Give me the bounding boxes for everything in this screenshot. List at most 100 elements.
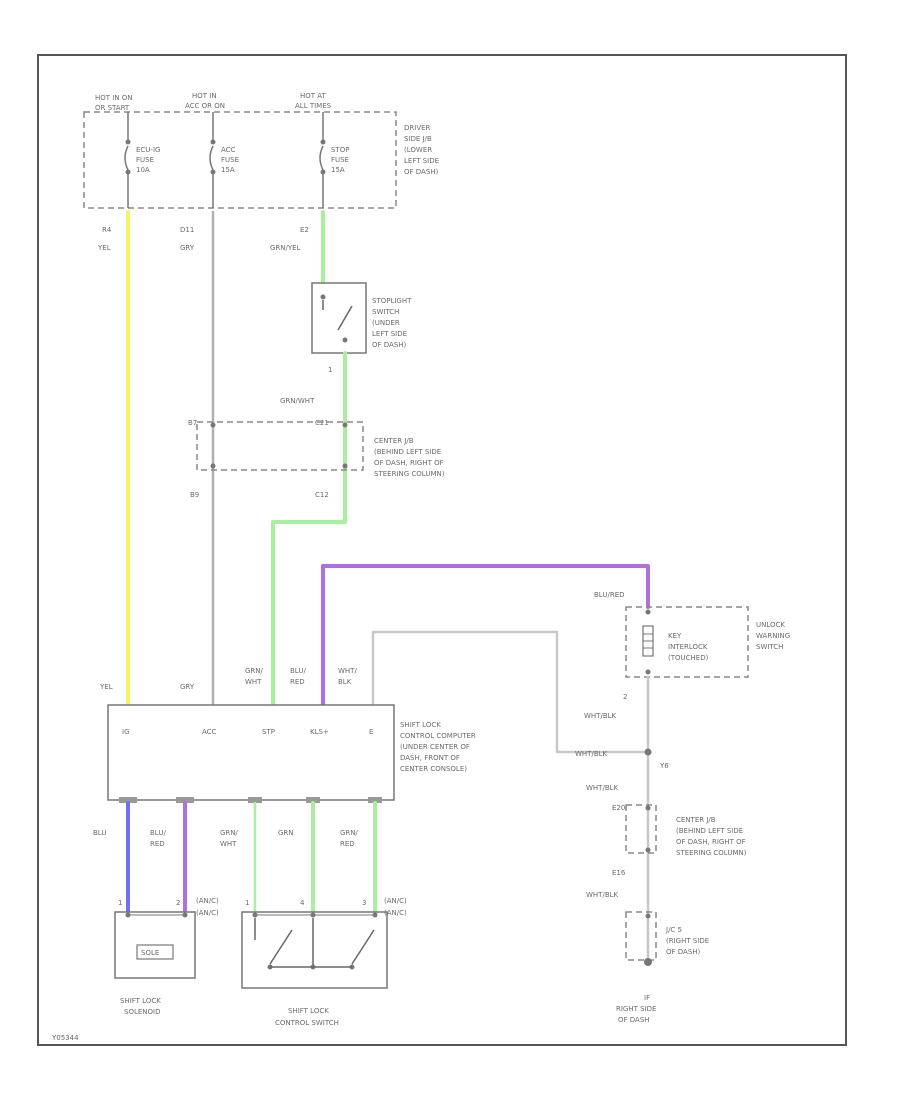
svg-text:LEFT SIDE: LEFT SIDE [404,157,439,165]
cjb-pin-b9: B9 [190,491,199,499]
svg-text:(TOUCHED): (TOUCHED) [668,654,709,662]
unlock-switch-description: UNLOCK WARNING SWITCH [756,621,790,651]
control-switch-pin-1: 1 [245,899,249,907]
ground-point [644,958,652,966]
unlock-switch-inner-label: KEY INTERLOCK (TOUCHED) [668,632,709,662]
center-jb-lower-description: CENTER J/B (BEHIND LEFT SIDE OF DASH, RI… [676,816,747,857]
svg-text:RED: RED [290,678,305,686]
svg-text:15A: 15A [331,166,345,174]
svg-text:15A: 15A [221,166,235,174]
svg-text:BLU/: BLU/ [290,667,306,675]
control-switch-label: SHIFT LOCK CONTROL SWITCH [275,1007,339,1027]
computer-description: SHIFT LOCK CONTROL COMPUTER (UNDER CENTE… [400,721,476,773]
control-switch-code-b: (AN/C) [384,909,407,917]
svg-text:FUSE: FUSE [221,156,239,164]
unlock-warning-switch-box [625,606,749,678]
computer-bottom-pins [119,797,382,803]
wire-blu-red-top [321,564,650,707]
wire-grn-wht [271,351,347,707]
svg-text:CONTROL SWITCH: CONTROL SWITCH [275,1019,339,1027]
hot-label-1: HOT IN ON [95,94,133,102]
cjb-pin-c21: C21 [315,419,329,427]
stoplight-switch-description: STOPLIGHT SWITCH (UNDER LEFT SIDE OF DAS… [372,297,412,349]
cjb-pin-c12: C12 [315,491,329,499]
svg-text:GRN/: GRN/ [220,829,239,837]
driver-side-jb-box [83,111,397,209]
stoplight-pin-1: 1 [328,366,332,374]
hot-sub-2: ACC OR ON [185,102,225,110]
svg-text:LEFT SIDE: LEFT SIDE [372,330,407,338]
svg-text:ACC: ACC [221,146,236,154]
svg-text:SHIFT LOCK: SHIFT LOCK [120,997,161,1005]
svg-text:RED: RED [150,840,165,848]
svg-text:FUSE: FUSE [136,156,154,164]
svg-text:(UNDER: (UNDER [372,319,400,327]
control-switch-pin-3: 3 [362,899,366,907]
svg-text:10A: 10A [136,166,150,174]
bottom-wire-labels: BLU BLU/ RED GRN/ WHT GRN GRN/ RED [93,829,359,848]
svg-text:(UNDER CENTER OF: (UNDER CENTER OF [400,743,470,751]
svg-text:STEERING COLUMN): STEERING COLUMN) [374,470,445,478]
solenoid-code-b: (AN/C) [196,909,219,917]
svg-text:SWITCH: SWITCH [756,643,783,651]
solenoid-code-a: (AN/C) [196,897,219,905]
computer-terminals: IG ACC STP KLS+ E [122,728,373,736]
svg-text:WHT: WHT [220,840,237,848]
svg-text:(RIGHT SIDE: (RIGHT SIDE [666,937,709,945]
driver-side-jb-description: DRIVER SIDE J/B (LOWER LEFT SIDE OF DASH… [404,124,439,176]
hot-sub-1: OR START [95,104,130,112]
svg-text:OF DASH, RIGHT OF: OF DASH, RIGHT OF [676,838,746,846]
svg-text:STP: STP [262,728,275,736]
center-jb-lower-box [625,804,657,854]
fuse-acc: ACC FUSE 15A [209,112,239,208]
svg-text:J/C 5: J/C 5 [665,926,682,934]
svg-text:BLU/: BLU/ [150,829,166,837]
svg-text:SHIFT LOCK: SHIFT LOCK [288,1007,329,1015]
wire-label-grn-wht-1: GRN/WHT [280,397,315,405]
svg-text:(BEHIND LEFT SIDE: (BEHIND LEFT SIDE [676,827,743,835]
svg-text:IG: IG [122,728,130,736]
unlock-switch-symbol [642,609,654,675]
svg-text:IF: IF [644,994,650,1002]
svg-text:WHT: WHT [245,678,262,686]
svg-text:GRN/: GRN/ [245,667,264,675]
svg-text:BLU: BLU [93,829,106,837]
svg-text:DASH, FRONT OF: DASH, FRONT OF [400,754,460,762]
wire-label-yel-top: YEL [97,244,111,252]
svg-text:STOPLIGHT: STOPLIGHT [372,297,412,305]
svg-text:SWITCH: SWITCH [372,308,399,316]
svg-text:GRY: GRY [180,683,195,691]
svg-text:YEL: YEL [99,683,113,691]
junction-y6 [644,748,652,756]
solenoid-inner-label: SOLE [141,949,159,957]
cjb-pin-b7: B7 [188,419,197,427]
wire-label-wht-blk-4: WHT/BLK [586,891,619,899]
wire-wht-blk-computer [371,630,650,754]
svg-text:(BEHIND LEFT SIDE: (BEHIND LEFT SIDE [374,448,441,456]
center-jb-upper-box [196,421,364,471]
control-switch-code-a: (AN/C) [384,897,407,905]
shift-lock-control-computer [107,704,395,801]
conn-r4: R4 [102,226,112,234]
conn-e2: E2 [300,226,309,234]
conn-d11: D11 [180,226,194,234]
wire-label-gry-top: GRY [180,244,195,252]
svg-text:OF DASH): OF DASH) [372,341,407,349]
svg-text:CENTER J/B: CENTER J/B [676,816,716,824]
junction-label-y6: Y6 [659,762,669,770]
svg-text:BLK: BLK [338,678,352,686]
jc5-box [625,911,657,961]
stoplight-switch-box [311,282,367,354]
svg-text:RIGHT SIDE: RIGHT SIDE [616,1005,656,1013]
svg-text:GRN/: GRN/ [340,829,359,837]
svg-text:FUSE: FUSE [331,156,349,164]
svg-text:UNLOCK: UNLOCK [756,621,785,629]
svg-text:(LOWER: (LOWER [404,146,432,154]
stoplight-switch-contact [320,294,353,343]
wire-label-wht-blk-3: WHT/BLK [586,784,619,792]
svg-text:KEY: KEY [668,632,682,640]
fuse-stop: STOP FUSE 15A [319,112,349,208]
svg-text:CENTER CONSOLE): CENTER CONSOLE) [400,765,467,773]
svg-text:OF DASH): OF DASH) [404,168,439,176]
